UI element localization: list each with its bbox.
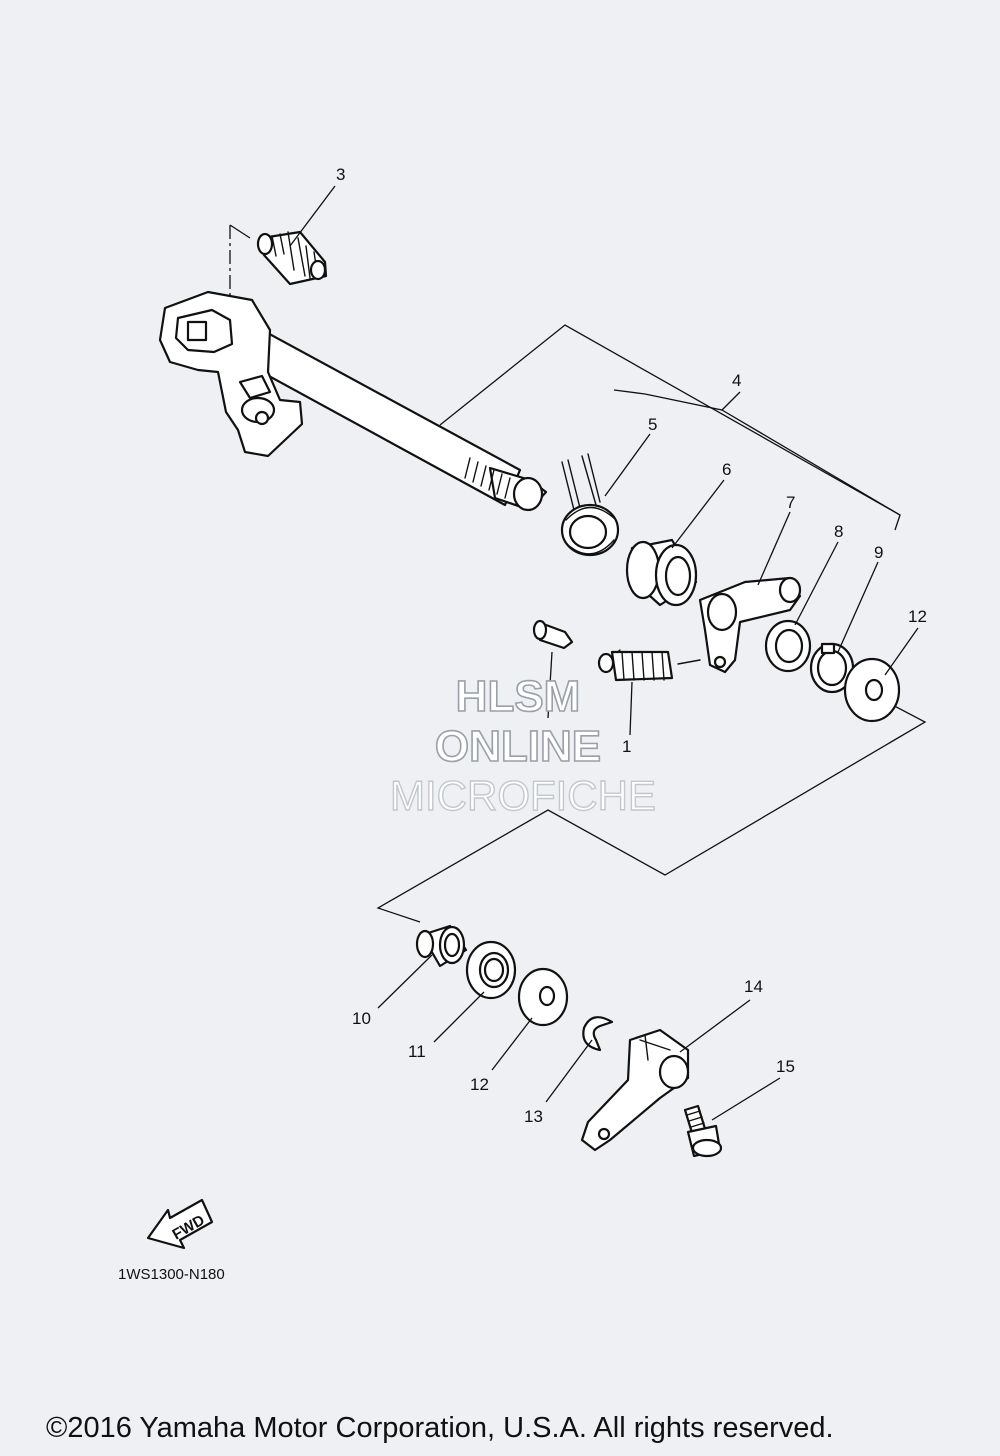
callout-10: 10: [352, 1009, 371, 1028]
forward-arrow-icon: FWD: [146, 1198, 214, 1250]
callout-6: 6: [722, 460, 731, 479]
needle-bearing-part-10: [415, 924, 468, 968]
callout-14: 14: [744, 977, 763, 996]
diagram-code: 1WS1300-N180: [118, 1266, 225, 1283]
callout-5: 5: [648, 415, 657, 434]
shift-shaft-assembly: [158, 290, 548, 512]
callout-15: 15: [776, 1057, 795, 1076]
bolt-part-15: [683, 1104, 723, 1158]
watermark-line-1: HLSM: [456, 672, 581, 721]
callout-12-lower: 12: [470, 1075, 489, 1094]
callout-12-upper: 12: [908, 607, 927, 626]
shift-arm-part-7: [698, 576, 802, 674]
callout-9: 9: [874, 543, 883, 562]
callout-4: 4: [732, 371, 741, 390]
callout-13: 13: [524, 1107, 543, 1126]
washer-part-12-upper: [843, 657, 901, 723]
copyright-notice: ©2016 Yamaha Motor Corporation, U.S.A. A…: [46, 1412, 834, 1444]
washer-part-8: [764, 619, 812, 673]
oil-seal-part-11: [465, 940, 517, 1000]
callout-8: 8: [834, 522, 843, 541]
stud-bolt-part-3: [256, 230, 328, 286]
shift-pedal-arm-part-14: [580, 1028, 690, 1152]
leader-lines: [289, 185, 919, 1121]
watermark-line-3: MICROFICHE: [390, 772, 656, 819]
watermark-line-2: ONLINE: [435, 722, 601, 771]
washer-part-12-lower: [517, 967, 569, 1027]
spring-part-1: [532, 619, 701, 682]
callout-3: 3: [336, 165, 345, 184]
callout-7: 7: [786, 493, 795, 512]
watermark: HLSM ONLINE MICROFICHE: [389, 671, 656, 820]
callout-1: 1: [622, 737, 631, 756]
torsion-spring-part-5: [560, 453, 620, 557]
callout-labels: 3 4 5 6 7 8 9 12 1 10 11 12 13 14 15: [336, 165, 927, 1126]
circlip-part-9: [809, 642, 855, 694]
callout-11: 11: [408, 1042, 426, 1061]
collar-part-6: [625, 538, 698, 607]
